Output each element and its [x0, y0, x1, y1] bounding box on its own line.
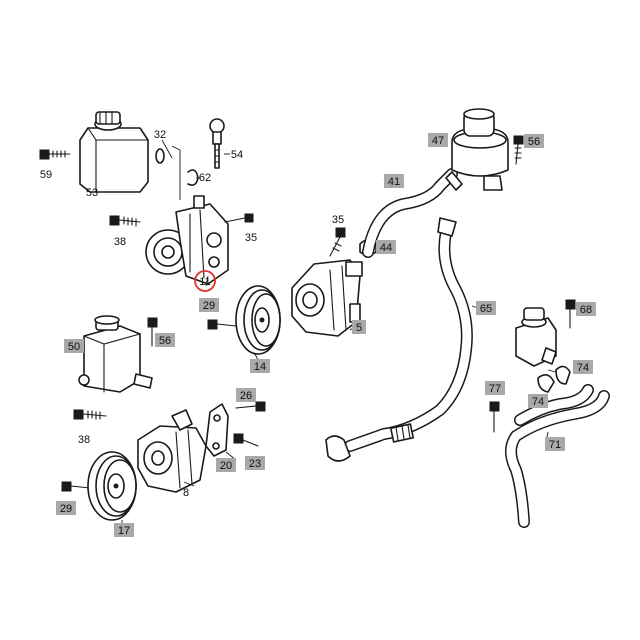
label-box-20 [216, 458, 236, 472]
label-68: 68 [580, 304, 592, 316]
label-box-5 [352, 320, 366, 334]
label-box-56-upper [524, 134, 544, 148]
label-box-68 [576, 302, 596, 316]
label-59: 59 [40, 169, 52, 181]
part-68-bolt[interactable] [565, 299, 576, 329]
part-50-reservoir[interactable] [78, 315, 153, 393]
label-62: 62 [199, 172, 211, 184]
part-35-bolt-middle[interactable] [329, 227, 346, 257]
part-47-reservoir[interactable] [445, 108, 509, 191]
part-38-bolt-upper[interactable] [109, 215, 141, 227]
label-box-23 [245, 456, 265, 470]
part-32-seal-ring[interactable] [155, 148, 165, 164]
label-56-upper: 56 [528, 136, 540, 148]
label-box-71 [545, 437, 565, 451]
part-38-bolt-lower[interactable] [73, 409, 107, 420]
label-26: 26 [240, 390, 252, 402]
part-23-bolt[interactable] [233, 433, 259, 447]
part-35-bolt-pump[interactable] [224, 213, 254, 223]
label-77: 77 [489, 383, 501, 395]
label-8: 8 [183, 487, 189, 499]
part-77-bolt[interactable] [489, 401, 500, 433]
label-5: 5 [356, 322, 362, 334]
label-53: 53 [86, 187, 98, 199]
label-box-74-upper [573, 360, 593, 374]
part-11-pump-assembly[interactable] [145, 195, 229, 285]
part-reservoir-right[interactable] [515, 307, 557, 367]
label-29-upper: 29 [203, 300, 215, 312]
label-32: 32 [154, 129, 166, 141]
label-box-14 [250, 359, 270, 373]
label-box-47 [428, 133, 448, 147]
label-65: 65 [480, 303, 492, 315]
label-17: 17 [118, 525, 130, 537]
label-box-29-lower [56, 501, 76, 515]
label-56-lower: 56 [159, 335, 171, 347]
label-box-65 [476, 301, 496, 315]
label-box-50 [64, 339, 84, 353]
part-29-bolt-upper[interactable] [207, 319, 237, 330]
label-35-pump: 35 [245, 232, 257, 244]
part-54-filter-screw[interactable] [209, 118, 225, 169]
part-65-pressure-hose[interactable] [325, 217, 473, 462]
highlight-ring-11 [194, 270, 216, 292]
label-47: 47 [432, 135, 444, 147]
label-38-upper: 38 [114, 236, 126, 248]
label-29-lower: 29 [60, 503, 72, 515]
label-20: 20 [220, 460, 232, 472]
label-box-17 [114, 523, 134, 537]
part-74-clamps[interactable] [537, 365, 571, 393]
part-53-reservoir[interactable] [79, 111, 149, 193]
label-71: 71 [549, 439, 561, 451]
part-14-pulley[interactable] [235, 285, 281, 355]
label-box-44 [376, 240, 396, 254]
part-56-bolt-lower[interactable] [147, 317, 158, 347]
label-74-lower: 74 [532, 396, 544, 408]
part-20-bracket[interactable] [205, 403, 229, 457]
label-23: 23 [249, 458, 261, 470]
part-71-return-line[interactable] [505, 384, 610, 528]
part-29-bolt-lower[interactable] [61, 481, 91, 492]
label-11: 11 [199, 276, 210, 288]
part-59-bolt[interactable] [39, 149, 71, 160]
label-box-26 [236, 388, 256, 402]
part-56-bolt-upper[interactable] [513, 135, 524, 165]
part-labels: 59 53 32 62 54 38 35 11 29 14 35 44 5 41… [40, 129, 596, 537]
label-box-41 [384, 174, 404, 188]
label-14: 14 [254, 361, 266, 373]
label-box-74-lower [528, 394, 548, 408]
label-54: 54 [231, 149, 243, 161]
label-35-middle: 35 [332, 214, 344, 226]
label-box-56-lower [155, 333, 175, 347]
label-74-upper: 74 [577, 362, 589, 374]
label-box-29-upper [199, 298, 219, 312]
label-box-77 [485, 381, 505, 395]
part-26-bolt[interactable] [235, 401, 266, 412]
part-17-pulley[interactable] [87, 451, 137, 521]
label-38-lower: 38 [78, 434, 90, 446]
part-8-steering-pump[interactable] [137, 409, 207, 493]
part-5-steering-pump[interactable] [291, 259, 363, 337]
part-41-suction-hose[interactable] [362, 168, 458, 258]
label-50: 50 [68, 341, 80, 353]
label-41: 41 [388, 176, 400, 188]
label-44: 44 [380, 242, 392, 254]
